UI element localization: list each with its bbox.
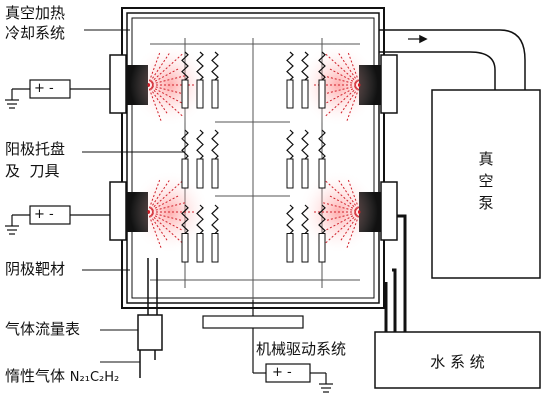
plasma-ray xyxy=(147,51,171,86)
plasma-ray xyxy=(147,84,168,114)
plasma-ray xyxy=(340,211,361,241)
tool-bit xyxy=(181,129,189,189)
tool-bit xyxy=(196,129,204,189)
plasma-ray xyxy=(345,84,361,123)
plasma-ray xyxy=(147,84,182,94)
tool-bit xyxy=(286,204,294,263)
label-power-supply-bottom: + - xyxy=(34,207,54,222)
plasma-ray xyxy=(147,84,184,105)
plasma-ray xyxy=(147,52,161,86)
plasma-ray xyxy=(340,84,361,114)
tool-bit xyxy=(301,129,309,189)
plasma-ray xyxy=(147,74,187,86)
plasma-ray xyxy=(147,195,179,213)
gas-inlet-pipes xyxy=(139,258,158,378)
label-vacuum-pump-1: 真 xyxy=(478,150,494,168)
plasma-ray xyxy=(326,211,361,221)
vacuum-duct xyxy=(379,29,526,90)
leader-lines xyxy=(82,29,185,363)
label-vacuum-heating-cooling-1: 真空加热 xyxy=(5,4,66,22)
tool-bit xyxy=(318,51,326,109)
plasma-ray xyxy=(337,51,361,86)
plasma-ray xyxy=(147,68,179,86)
plasma-ray xyxy=(147,211,163,250)
drive-platform xyxy=(202,315,304,329)
tool-bit xyxy=(211,204,219,263)
tool-bit xyxy=(318,204,326,263)
plasma-ray xyxy=(324,211,361,232)
label-inert-gas: 惰性气体 N₂₁C₂H₂ xyxy=(5,367,119,387)
tool-bit xyxy=(196,204,204,263)
plasma-ray xyxy=(147,201,187,213)
plasma-ray xyxy=(347,179,361,213)
plasma-ray xyxy=(147,84,163,123)
plasma-ray xyxy=(321,201,361,213)
tool-bit xyxy=(286,51,294,109)
tool-bit xyxy=(211,129,219,189)
label-cathode-tray-2: 及 刀具 xyxy=(5,162,60,180)
plasma-ray xyxy=(147,211,182,221)
gas-flow-meter-box xyxy=(137,314,163,351)
label-cathode-target: 阴极靶材 xyxy=(5,260,66,278)
label-water-system: 水 系 统 xyxy=(430,353,485,371)
label-power-supply-top: + - xyxy=(34,81,54,96)
plasma-ray xyxy=(147,179,161,213)
water-system-box xyxy=(374,331,541,389)
label-mechanical-drive: 机械驱动系统 xyxy=(256,340,347,358)
plasma-ray xyxy=(329,195,361,213)
label-power-supply-drive: + - xyxy=(272,365,292,380)
plasma-ray xyxy=(329,68,361,86)
label-cathode-tray-1: 阳极托盘 xyxy=(5,140,66,158)
plasma-ray xyxy=(147,211,184,232)
label-inert-gas-prefix: 惰性气体 xyxy=(5,367,66,385)
tool-bit xyxy=(181,51,189,109)
plasma-ray xyxy=(337,178,361,213)
power-supply-drive xyxy=(252,328,333,393)
tool-bit xyxy=(318,129,326,189)
tool-bits xyxy=(181,51,326,263)
tool-bit xyxy=(301,204,309,263)
power-supply-bottom xyxy=(5,205,110,235)
tool-bit xyxy=(196,51,204,109)
plasma-ray xyxy=(347,52,361,86)
plasma-ray xyxy=(321,74,361,86)
plasma-rays xyxy=(147,51,361,250)
label-vacuum-pump-3: 泵 xyxy=(478,194,494,212)
plasma-ray xyxy=(324,84,361,105)
label-vacuum-pump-2: 空 xyxy=(478,172,494,190)
tool-bit xyxy=(286,129,294,189)
tool-bit xyxy=(211,51,219,109)
label-gas-flow-meter: 气体流量表 xyxy=(5,320,81,338)
plasma-ray xyxy=(345,211,361,250)
tool-bit xyxy=(301,51,309,109)
plasma-ray xyxy=(147,211,168,241)
plasma-ray xyxy=(326,84,361,94)
plasma-ray xyxy=(147,178,171,213)
tool-bit xyxy=(181,204,189,263)
power-supply-top xyxy=(5,79,110,109)
label-inert-gas-formula: N₂₁C₂H₂ xyxy=(69,370,120,385)
label-vacuum-heating-cooling-2: 冷却系统 xyxy=(5,24,66,42)
vacuum-pump-box xyxy=(431,89,541,279)
